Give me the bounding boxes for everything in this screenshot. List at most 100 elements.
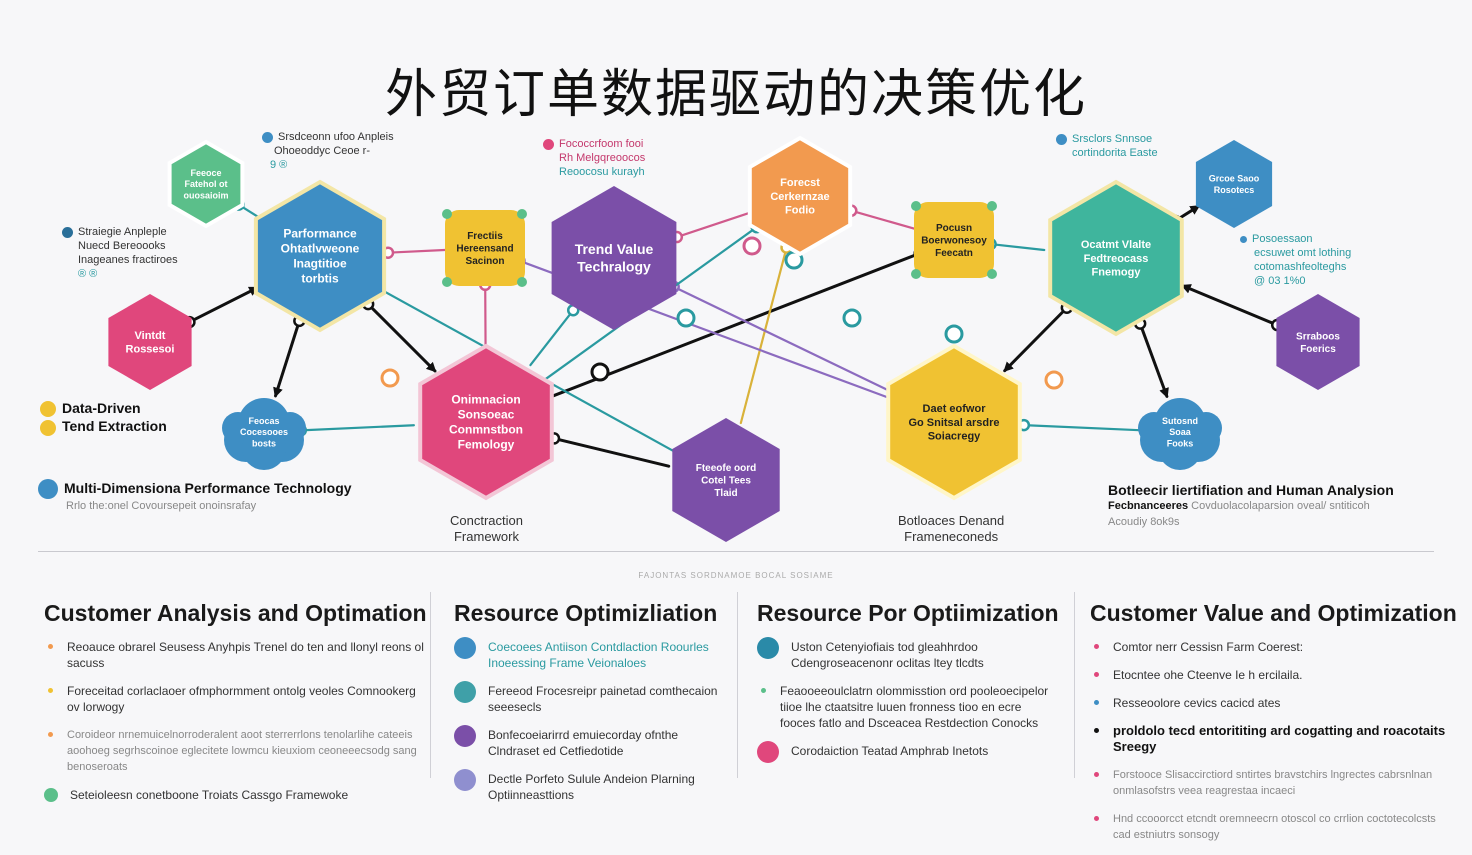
node-label: Ohtatlvweone — [281, 242, 360, 256]
node-label: Fedtreocass — [1084, 253, 1149, 265]
connector-ring — [382, 370, 398, 386]
node-label: Sacinon — [466, 256, 505, 267]
decorative-dot — [987, 269, 997, 279]
bullet-dot — [757, 741, 779, 763]
label-line: Data-Driven — [62, 400, 141, 416]
list-item-text: Fereeod Frocesreipr painetad comthecaion… — [488, 683, 726, 715]
column-heading: Customer Analysis and Optimation — [44, 600, 424, 627]
connector-line — [530, 310, 573, 365]
label-line: Inageanes fractiroes — [78, 254, 178, 266]
page-title: 外贸订单数据驱动的决策优化 — [0, 52, 1472, 127]
column-customer-analysis: Customer Analysis and Optimation Reoauce… — [44, 600, 424, 815]
bullet-dot — [1056, 134, 1067, 145]
column-heading: Customer Value and Optimization — [1090, 600, 1450, 627]
list-item: Feaooeeoulclatrn olommisstion ord pooleo… — [757, 683, 1057, 731]
list-item-text: Resseoolore cevics cacicd ates — [1113, 695, 1280, 711]
bullet-dot — [454, 637, 476, 659]
label-top-right: Srsclors Snnsoe cortindorita Easte — [1056, 132, 1158, 160]
connector-line — [189, 288, 257, 322]
node-label: Soaa — [1169, 427, 1192, 437]
node-label: Srraboos — [1296, 331, 1340, 342]
list-item: Uston Cetenyiofiais tod gleahhrdoo Cdeng… — [757, 639, 1057, 671]
node-label: Conmnstbon — [449, 423, 523, 437]
label-multi-dim-sub: Rrlo the:onel Covoursepeit onoinsrafay — [66, 499, 256, 513]
bullet-dot — [40, 420, 56, 436]
node-label: Soiacregy — [928, 431, 981, 443]
connector-ring — [946, 326, 962, 342]
node-label: Foerics — [1300, 344, 1336, 355]
list-item: Fereeod Frocesreipr painetad comthecaion… — [454, 683, 726, 715]
list-item: Bonfecoeiarirrd emuiecorday ofnthe Clndr… — [454, 727, 726, 759]
column-items: Comtor nerr Cessisn Farm Coerest:Etocnte… — [1090, 639, 1450, 843]
connector-line — [1140, 324, 1167, 397]
connector-line — [554, 438, 669, 466]
node-label: Forecst — [780, 177, 820, 189]
label-multi-dim: Multi-Dimensiona Performance Technology — [38, 479, 352, 499]
list-item: Forstooce Slisaccirctiord sntirtes bravs… — [1090, 767, 1450, 799]
label-line: cotomashfeolteghs — [1254, 261, 1346, 273]
node-label: Frectiis — [467, 231, 503, 242]
node-label: Cerkernzae — [770, 191, 829, 203]
list-item: Foreceitad corlaclaoer ofmphormment onto… — [44, 683, 424, 715]
label-line: Fecbnanceeres — [1108, 500, 1188, 512]
label-line: Conctraction — [450, 513, 523, 528]
label-line: Rh Melgqreoocos — [559, 152, 645, 164]
bullet-dot — [40, 401, 56, 417]
connector-line — [851, 211, 917, 230]
list-item-text: Seteioleesn conetboone Troiats Cassgo Fr… — [70, 787, 348, 803]
list-item: Dectle Porfeto Sulule Andeion Plarning O… — [454, 771, 726, 803]
list-item: Resseoolore cevics cacicd ates — [1090, 695, 1450, 711]
column-items: Coecoees Antiison Contdlaction Roourles … — [454, 639, 726, 803]
connector-line — [991, 244, 1045, 250]
bullet-dot — [38, 479, 58, 499]
label-line: 9 ® — [270, 159, 287, 171]
column-items: Reoauce obrarel Seusess Anyhpis Trenel d… — [44, 639, 424, 803]
list-item: Coroideor nrnemuicelnorroderalent aoot s… — [44, 727, 424, 775]
connector-ring — [844, 310, 860, 326]
label-line: Reoocosu kurayh — [559, 166, 645, 178]
section-divider — [38, 551, 1434, 552]
label-line: Botloaces Denand — [898, 513, 1004, 528]
node-label: Fooks — [1167, 438, 1194, 448]
node-label: Fatehol ot — [185, 179, 228, 189]
connector-line — [388, 250, 447, 253]
node-label: Boerwonesoy — [921, 236, 987, 247]
connector-line — [301, 425, 414, 430]
node-label: torbtis — [301, 272, 339, 286]
list-item: Corodaiction Teatad Amphrab Inetots — [757, 743, 1057, 763]
connector-line — [741, 248, 787, 423]
decorative-dot — [911, 201, 921, 211]
label-line: Multi-Dimensiona Performance Technology — [64, 480, 352, 496]
column-customer-value: Customer Value and Optimization Comtor n… — [1090, 600, 1450, 855]
label-top-center: Fococcrfoom fooi Rh Melgqreoocos Reoocos… — [543, 137, 645, 179]
label-line: Ohoeoddyc Ceoe r- — [274, 145, 370, 157]
node-label: Pocusn — [936, 223, 972, 234]
list-item-text: Uston Cetenyiofiais tod gleahhrdoo Cdeng… — [791, 639, 1057, 671]
label-contraction: Conctraction Framework — [450, 513, 523, 545]
label-bottleneck-right: Botleecir liertifiation and Human Analys… — [1108, 481, 1394, 499]
node-label: Onimnacion — [451, 393, 520, 407]
bullet-dot — [1240, 236, 1247, 243]
bullet-dot — [1094, 700, 1099, 705]
node-label: Daet eofwor — [923, 403, 987, 415]
label-top-left: Srsdceonn ufoo Anpleis Ohoeoddyc Ceoe r-… — [262, 130, 394, 172]
bullet-dot — [48, 688, 53, 693]
node-label: Techralogy — [577, 259, 651, 275]
node-label: Hereensand — [456, 244, 513, 255]
list-item: Hnd ccooorcct etcndt oremneecrn otoscol … — [1090, 811, 1450, 843]
node-label: Fodio — [785, 205, 815, 217]
list-item-text: Forstooce Slisaccirctiord sntirtes bravs… — [1113, 767, 1450, 799]
connector-ring — [592, 364, 608, 380]
label-line: ecsuwet omt lothing — [1254, 247, 1351, 259]
list-item: proldolo tecd entorititing ard cogatting… — [1090, 723, 1450, 755]
bullet-dot — [62, 227, 73, 238]
label-right-mid: Posoessaon ecsuwet omt lothing cotomashf… — [1240, 232, 1351, 288]
column-resource-por-optimization: Resource Por Optiimization Uston Cetenyi… — [757, 600, 1057, 775]
